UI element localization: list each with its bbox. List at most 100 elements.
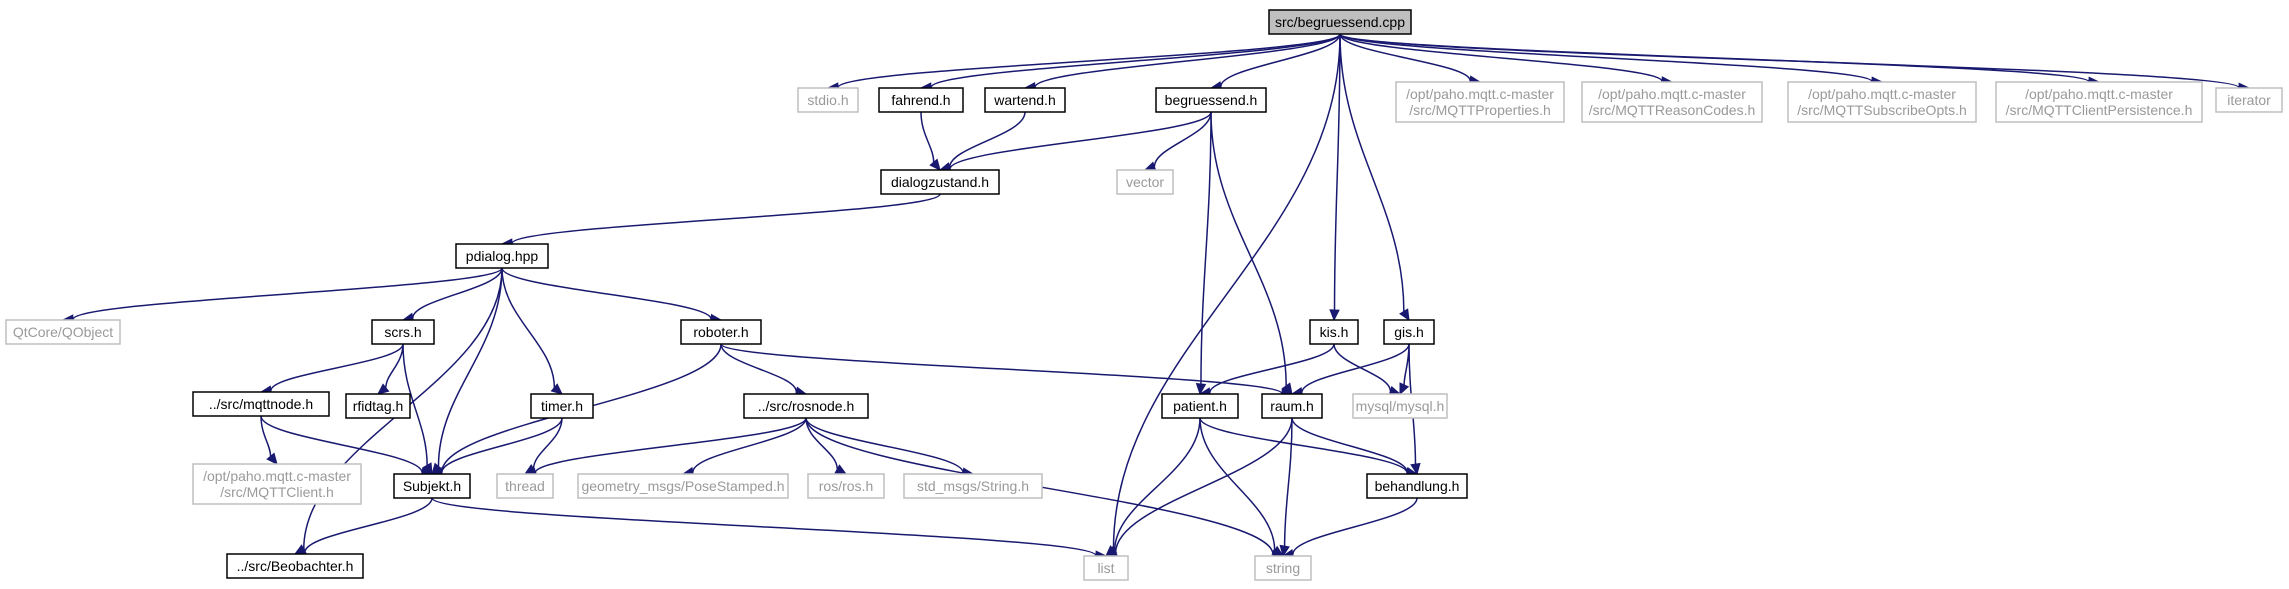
edge-kis-h-to-patient-h bbox=[1198, 343, 1335, 398]
node-box bbox=[797, 87, 859, 113]
node-label: /src/MQTTSubscribeOpts.h bbox=[1797, 102, 1967, 118]
node-pdialog-hpp[interactable]: pdialog.hpp bbox=[455, 243, 549, 269]
node-rfidtag-h[interactable]: rfidtag.h bbox=[345, 393, 411, 419]
edge-begruessend-cpp-to-wartend-h bbox=[1023, 33, 1341, 93]
node-posestamped: geometry_msgs/PoseStamped.h bbox=[577, 473, 789, 499]
node-label: fahrend.h bbox=[891, 92, 950, 108]
node-label: vector bbox=[1126, 174, 1164, 190]
edge-subjekt-h-to-beobachter-h bbox=[293, 497, 433, 558]
edge-fahrend-h-to-dialogzustand-h bbox=[920, 111, 941, 171]
node-box bbox=[1116, 169, 1174, 195]
edge-pdialog-hpp-to-timer-h bbox=[501, 267, 563, 395]
node-label: ../src/rosnode.h bbox=[758, 398, 855, 414]
node-box bbox=[226, 553, 364, 579]
node-box bbox=[1787, 81, 1977, 123]
node-ros-h: ros/ros.h bbox=[807, 473, 885, 499]
node-label: Subjekt.h bbox=[403, 478, 461, 494]
node-iterator: iterator bbox=[2215, 87, 2283, 113]
edge-pdialog-hpp-to-qobject bbox=[61, 267, 503, 325]
node-raum-h[interactable]: raum.h bbox=[1261, 393, 1323, 419]
node-box bbox=[1352, 393, 1448, 419]
edge-rosnode-h-to-ros-h bbox=[805, 417, 848, 475]
node-roboter-h[interactable]: roboter.h bbox=[680, 319, 762, 345]
edge-patient-h-to-list bbox=[1104, 417, 1201, 557]
node-box bbox=[1155, 87, 1267, 113]
edge-pdialog-hpp-to-roboter-h bbox=[501, 267, 723, 325]
node-dialogzustand-h[interactable]: dialogzustand.h bbox=[880, 169, 1000, 195]
node-box bbox=[5, 319, 121, 345]
node-mqttnode-h[interactable]: ../src/mqttnode.h bbox=[192, 391, 330, 417]
node-label: behandlung.h bbox=[1375, 478, 1460, 494]
edge-begruessend-h-to-dialogzustand-h bbox=[938, 111, 1212, 175]
node-vector: vector bbox=[1116, 169, 1174, 195]
node-box bbox=[530, 393, 594, 419]
node-box bbox=[878, 87, 964, 113]
node-box bbox=[1268, 9, 1412, 35]
node-mqtt-subscribeopts: /opt/paho.mqtt.c-master/src/MQTTSubscrib… bbox=[1787, 81, 1977, 123]
node-box bbox=[1383, 319, 1435, 345]
node-stdio-h: stdio.h bbox=[797, 87, 859, 113]
node-beobachter-h[interactable]: ../src/Beobachter.h bbox=[226, 553, 364, 579]
edge-begruessend-h-to-patient-h bbox=[1195, 111, 1212, 396]
edge-mqttnode-h-to-mqttclient-h bbox=[260, 415, 278, 465]
node-mqtt-reasoncodes: /opt/paho.mqtt.c-master/src/MQTTReasonCo… bbox=[1581, 81, 1763, 123]
node-label: src/begruessend.cpp bbox=[1275, 14, 1405, 30]
edge-begruessend-cpp-to-gis-h bbox=[1339, 33, 1410, 322]
node-label: pdialog.hpp bbox=[466, 248, 539, 264]
node-label: geometry_msgs/PoseStamped.h bbox=[581, 478, 784, 494]
node-box bbox=[984, 87, 1066, 113]
edge-rosnode-h-to-thread bbox=[523, 417, 807, 479]
node-label: QtCore/QObject bbox=[13, 324, 113, 340]
edge-rosnode-h-to-posestamped bbox=[681, 417, 807, 478]
node-kis-h[interactable]: kis.h bbox=[1309, 319, 1359, 345]
node-mqttclient-h: /opt/paho.mqtt.c-master/src/MQTTClient.h bbox=[192, 463, 362, 505]
edge-begruessend-cpp-to-fahrend-h bbox=[919, 33, 1341, 93]
node-box bbox=[807, 473, 885, 499]
node-box bbox=[577, 473, 789, 499]
node-fahrend-h[interactable]: fahrend.h bbox=[878, 87, 964, 113]
edge-begruessend-cpp-to-stdio-h bbox=[826, 33, 1341, 93]
node-gis-h[interactable]: gis.h bbox=[1383, 319, 1435, 345]
node-box bbox=[1366, 473, 1468, 499]
edge-behandlung-h-to-string bbox=[1281, 497, 1418, 560]
node-label: /src/MQTTProperties.h bbox=[1409, 102, 1551, 118]
node-mqtt-clientpersistence: /opt/paho.mqtt.c-master/src/MQTTClientPe… bbox=[1995, 81, 2203, 123]
node-box bbox=[1395, 81, 1565, 123]
edge-rosnode-h-to-std-msgs-string bbox=[805, 417, 975, 478]
node-label: dialogzustand.h bbox=[891, 174, 989, 190]
node-label: /src/MQTTClient.h bbox=[220, 484, 334, 500]
node-box bbox=[1581, 81, 1763, 123]
node-label: list bbox=[1097, 560, 1114, 576]
node-rosnode-h[interactable]: ../src/rosnode.h bbox=[743, 393, 869, 419]
node-label: roboter.h bbox=[693, 324, 748, 340]
node-scrs-h[interactable]: scrs.h bbox=[371, 319, 435, 345]
edge-scrs-h-to-rfidtag-h bbox=[377, 343, 404, 395]
node-label: mysql/mysql.h bbox=[1356, 398, 1445, 414]
edge-roboter-h-to-rosnode-h bbox=[720, 343, 808, 397]
node-begruessend-h[interactable]: begruessend.h bbox=[1155, 87, 1267, 113]
node-label: /opt/paho.mqtt.c-master bbox=[1406, 86, 1554, 102]
node-label: /opt/paho.mqtt.c-master bbox=[2025, 86, 2173, 102]
node-box bbox=[455, 243, 549, 269]
node-timer-h[interactable]: timer.h bbox=[530, 393, 594, 419]
edge-begruessend-cpp-to-mqtt-subscribeopts bbox=[1339, 33, 1884, 87]
node-wartend-h[interactable]: wartend.h bbox=[984, 87, 1066, 113]
node-box bbox=[192, 391, 330, 417]
node-label: ../src/mqttnode.h bbox=[209, 396, 313, 412]
node-box bbox=[1254, 555, 1312, 581]
node-subjekt-h[interactable]: Subjekt.h bbox=[393, 473, 471, 499]
node-behandlung-h[interactable]: behandlung.h bbox=[1366, 473, 1468, 499]
edge-wartend-h-to-dialogzustand-h bbox=[938, 111, 1026, 173]
nodes-layer: src/begruessend.cpp stdio.h fahrend.h warte… bbox=[5, 9, 2283, 581]
edge-begruessend-h-to-raum-h bbox=[1210, 111, 1293, 395]
node-label: raum.h bbox=[1270, 398, 1314, 414]
node-box bbox=[192, 463, 362, 505]
node-label: string bbox=[1266, 560, 1300, 576]
node-label: gis.h bbox=[1394, 324, 1424, 340]
node-begruessend-cpp[interactable]: src/begruessend.cpp bbox=[1268, 9, 1412, 35]
node-patient-h[interactable]: patient.h bbox=[1161, 393, 1239, 419]
edge-timer-h-to-subjekt-h bbox=[430, 417, 563, 478]
node-label: /src/MQTTReasonCodes.h bbox=[1589, 102, 1756, 118]
node-string: string bbox=[1254, 555, 1312, 581]
node-box bbox=[1995, 81, 2203, 123]
